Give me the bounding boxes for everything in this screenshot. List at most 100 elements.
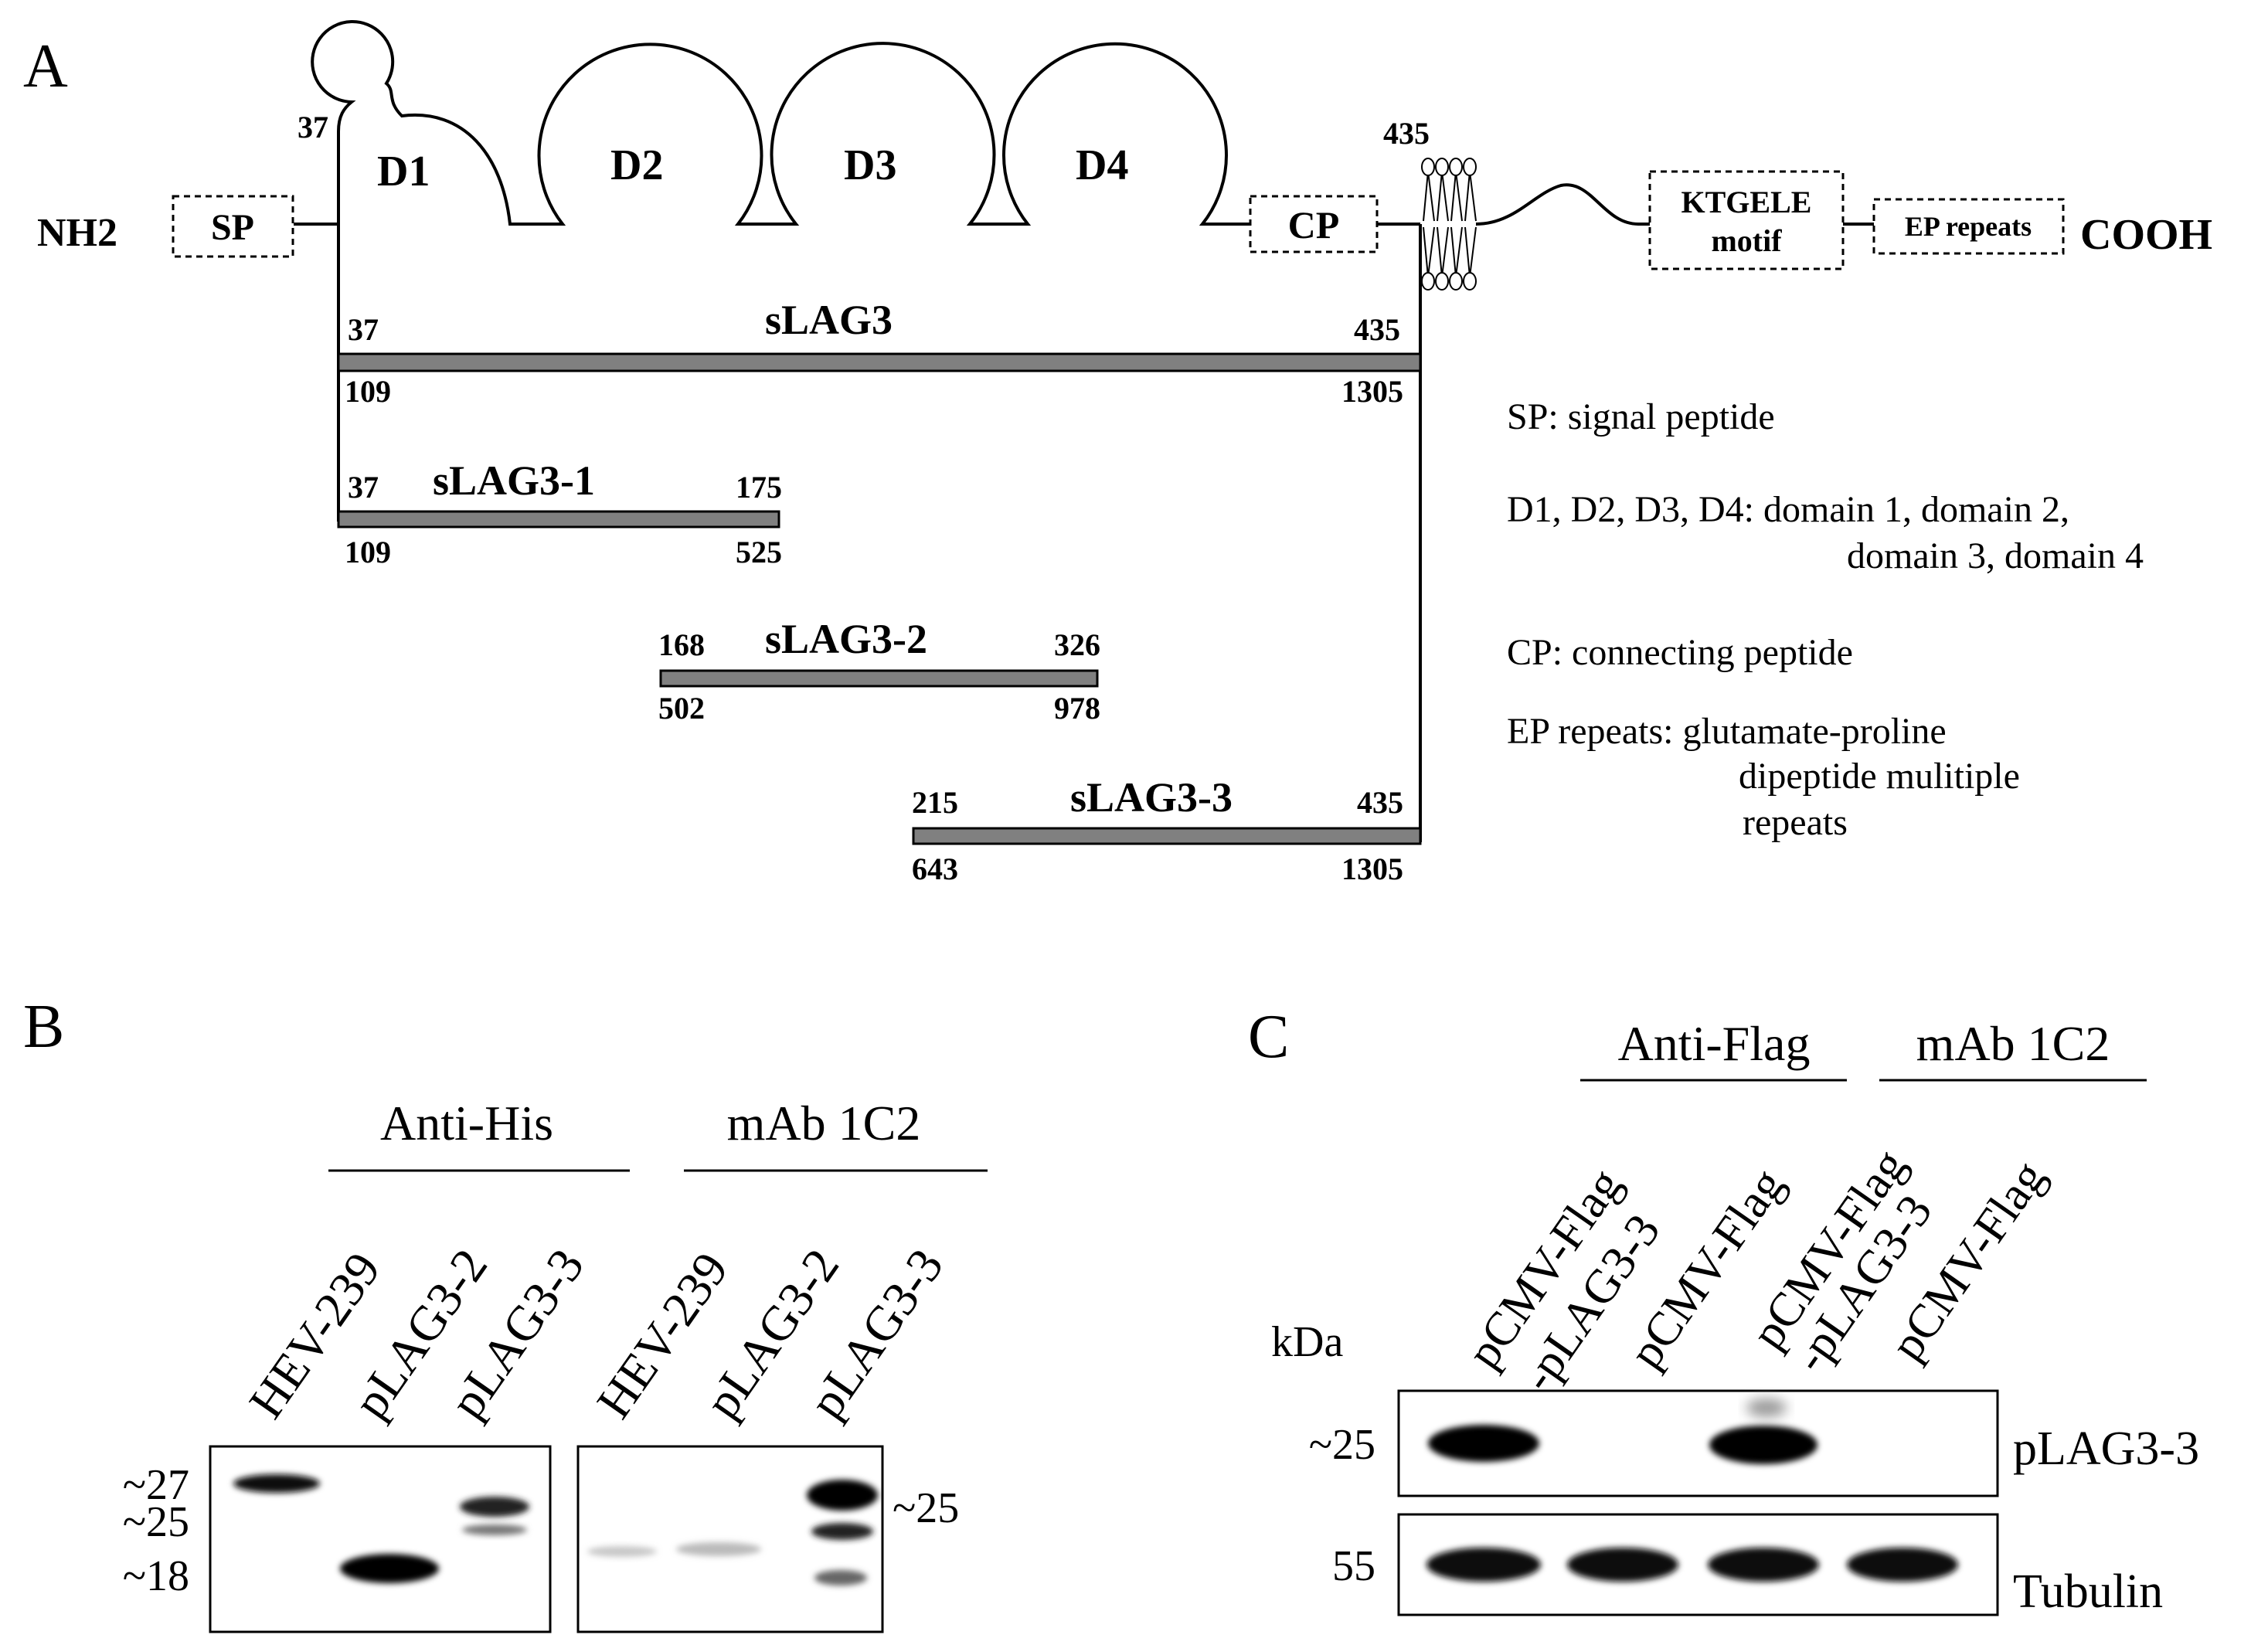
panel-b-blot-anti-his bbox=[209, 1445, 552, 1633]
ktgele-label-line2: motif bbox=[1711, 223, 1782, 258]
legend-domains-line2: domain 3, domain 4 bbox=[1847, 535, 2144, 576]
legend-cp: CP: connecting peptide bbox=[1507, 632, 1853, 673]
ktgele-label-line1: KTGELE bbox=[1681, 185, 1812, 219]
lipid-head bbox=[1421, 158, 1435, 176]
band-plag3-3-middle bbox=[811, 1523, 873, 1540]
domain-d3-label: D3 bbox=[844, 141, 896, 189]
slag3-2-nt-start: 502 bbox=[658, 691, 705, 726]
construct-bar-slag3-1 bbox=[337, 510, 780, 529]
lipid-tail bbox=[1427, 171, 1435, 222]
band-c-lane1-plag3-3 bbox=[1428, 1425, 1539, 1462]
slag3-nt-start: 109 bbox=[345, 374, 391, 409]
cp-box-label: CP bbox=[1288, 203, 1340, 246]
cytoplasmic-tail bbox=[1475, 183, 1650, 226]
slag3-3-aa-end: 435 bbox=[1357, 785, 1403, 820]
panel-b-marker-25: ~25 bbox=[123, 1498, 189, 1546]
band-hev239-faint bbox=[587, 1546, 657, 1557]
sp-box-label: SP bbox=[211, 207, 254, 248]
legend-ep-line2: dipeptide mulitiple bbox=[1739, 756, 2020, 797]
slag3-1-nt-start: 109 bbox=[345, 535, 391, 569]
slag3-1-name: sLAG3-1 bbox=[433, 457, 595, 504]
lipid-tail bbox=[1450, 226, 1457, 277]
lipid-tail bbox=[1423, 226, 1429, 277]
construct-bar-slag3 bbox=[337, 352, 1422, 372]
construct-bar-slag3-3 bbox=[912, 827, 1422, 845]
slag3-3-nt-start: 643 bbox=[912, 851, 958, 886]
lipid-tail bbox=[1450, 171, 1457, 222]
domain-d1-label: D1 bbox=[377, 148, 430, 195]
band-c-lane3-smear bbox=[1746, 1399, 1787, 1417]
lipid-head bbox=[1463, 158, 1477, 176]
lipid-tail bbox=[1464, 171, 1471, 222]
panel-c-row-tubulin-label: Tubulin bbox=[2013, 1565, 2163, 1618]
slag3-aa-end: 435 bbox=[1354, 312, 1400, 347]
panel-a: A NH2 COOH SP 37 D1 D2 D3 D4 CP 435 KTGE… bbox=[23, 20, 2212, 886]
panel-c-row-plag3-3-label: pLAG3-3 bbox=[2013, 1422, 2199, 1475]
band-plag3-2-faint bbox=[676, 1542, 761, 1556]
construct-bar-slag3-2 bbox=[659, 669, 1099, 688]
panel-a-label: A bbox=[23, 32, 68, 100]
lipid-head bbox=[1449, 158, 1463, 176]
panel-b-marker-27: ~27 bbox=[123, 1461, 189, 1509]
lipid-tail bbox=[1455, 226, 1463, 277]
cp-box bbox=[1249, 195, 1379, 253]
slag3-3-name: sLAG3-3 bbox=[1070, 774, 1233, 821]
lipid-tail bbox=[1437, 171, 1443, 222]
cooh-label: COOH bbox=[2080, 211, 2212, 259]
panel-c-marker-55: 55 bbox=[1332, 1542, 1375, 1590]
band-c-lane1-tubulin bbox=[1426, 1548, 1541, 1582]
panel-c-group-anti-flag: Anti-Flag bbox=[1618, 1016, 1811, 1071]
legend-sp: SP: signal peptide bbox=[1507, 396, 1775, 437]
legend-domains-line1: D1, D2, D3, D4: domain 1, domain 2, bbox=[1507, 489, 2069, 530]
band-plag3-2-18kda bbox=[340, 1554, 439, 1583]
lipid-tail bbox=[1437, 226, 1443, 277]
pos-37-label: 37 bbox=[298, 110, 328, 144]
nh2-label: NH2 bbox=[37, 211, 117, 255]
slag3-2-name: sLAG3-2 bbox=[765, 616, 927, 662]
lipid-head bbox=[1463, 272, 1477, 291]
legend-ep-line1: EP repeats: glutamate-proline bbox=[1507, 711, 1947, 752]
band-c-lane2-tubulin bbox=[1567, 1548, 1678, 1582]
panel-c: C Anti-Flag mAb 1C2 pCMV-Flag -pLAG3-3 p… bbox=[1248, 1003, 2199, 1618]
band-plag3-3-lower bbox=[462, 1524, 527, 1535]
panel-b-label: B bbox=[23, 993, 64, 1061]
panel-b-blot-mab-bands bbox=[587, 1480, 878, 1586]
slag3-name: sLAG3 bbox=[765, 297, 893, 343]
slag3-2-aa-end: 326 bbox=[1054, 627, 1100, 662]
band-c-lane4-tubulin bbox=[1847, 1548, 1958, 1582]
lipid-head bbox=[1421, 272, 1435, 291]
panel-c-kda-label: kDa bbox=[1271, 1318, 1343, 1366]
panel-b-blot-anti-his-bands bbox=[233, 1474, 529, 1583]
slag3-nt-end: 1305 bbox=[1341, 374, 1403, 409]
lipid-tail bbox=[1464, 226, 1471, 277]
lipid-tail bbox=[1427, 226, 1435, 277]
domain-d4-label: D4 bbox=[1076, 141, 1128, 189]
band-c-lane3-plag3-3 bbox=[1709, 1426, 1817, 1464]
lipid-head bbox=[1435, 272, 1449, 291]
slag3-aa-start: 37 bbox=[348, 312, 379, 347]
domain-d2-label: D2 bbox=[610, 141, 663, 189]
slag3-1-aa-start: 37 bbox=[348, 470, 379, 505]
slag3-3-nt-end: 1305 bbox=[1341, 851, 1403, 886]
panel-c-blot-tubulin-bands bbox=[1426, 1548, 1958, 1582]
band-plag3-3-upper bbox=[460, 1497, 529, 1517]
panel-c-blot-plag3-3-bands bbox=[1428, 1399, 1817, 1464]
panel-b: B Anti-His mAb 1C2 HEV-239 pLAG3-2 pLAG3… bbox=[23, 993, 988, 1633]
lipid-tail bbox=[1423, 171, 1429, 222]
lipid-head bbox=[1449, 272, 1463, 291]
band-hev239-27kda bbox=[233, 1474, 320, 1493]
domain-outline bbox=[311, 20, 1250, 226]
band-c-lane3-tubulin bbox=[1708, 1548, 1819, 1582]
lipid-tail bbox=[1455, 171, 1463, 222]
ep-repeats-box bbox=[1872, 198, 2065, 255]
lipid-tail bbox=[1469, 171, 1477, 222]
lipid-tail bbox=[1469, 226, 1477, 277]
panel-b-group-anti-his: Anti-His bbox=[380, 1096, 553, 1150]
legend-ep-line3: repeats bbox=[1743, 802, 1848, 843]
sp-box bbox=[172, 195, 294, 258]
lipid-head bbox=[1435, 158, 1449, 176]
lipid-tail bbox=[1441, 226, 1449, 277]
band-plag3-3-low bbox=[814, 1570, 867, 1586]
ktgele-motif-box bbox=[1648, 170, 1845, 270]
